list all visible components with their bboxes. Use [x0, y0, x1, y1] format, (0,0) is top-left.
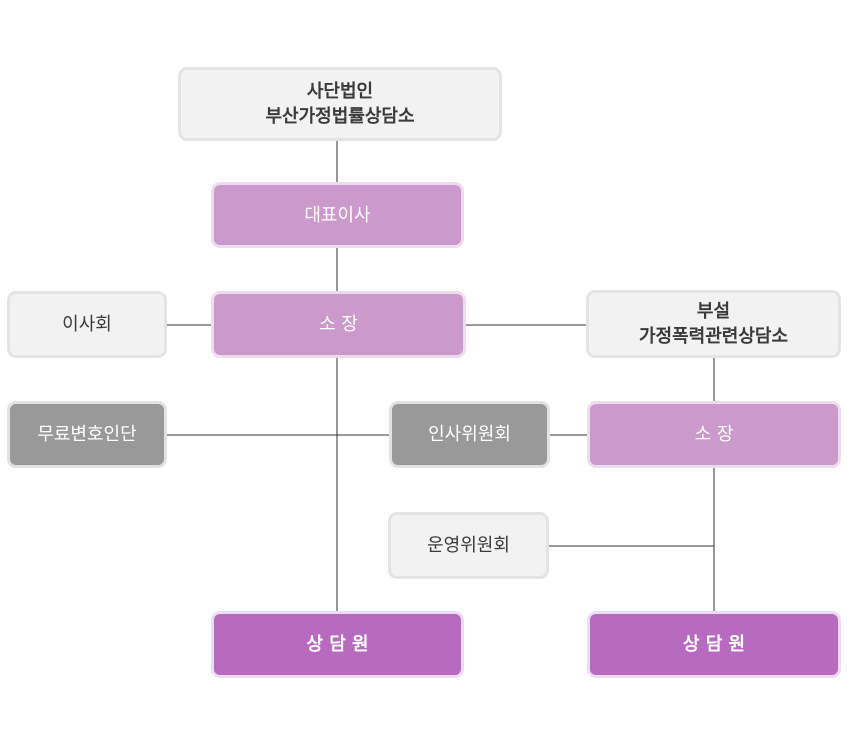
board-box: 이사회	[7, 291, 167, 358]
root-org-line1: 사단법인	[306, 81, 374, 102]
board-label: 이사회	[62, 314, 112, 335]
subsidiary-line1: 부설	[696, 301, 731, 322]
subsidiary-box: 부설 가정폭력관련상담소	[586, 290, 841, 358]
root-org-line2: 부산가정법률상담소	[265, 106, 415, 127]
ops-committee-box: 운영위원회	[388, 512, 549, 579]
subsidiary-line2: 가정폭력관련상담소	[638, 326, 789, 347]
director-box: 소 장	[211, 291, 466, 358]
legal-aid-label: 무료변호인단	[37, 424, 137, 445]
counselors-sub-label: 상 담 원	[682, 634, 746, 655]
hr-committee-box: 인사위원회	[389, 401, 550, 468]
sub-director-label: 소 장	[694, 424, 734, 445]
ops-committee-label: 운영위원회	[427, 535, 510, 556]
sub-director-box: 소 장	[587, 401, 841, 468]
legal-aid-box: 무료변호인단	[7, 401, 167, 468]
director-label: 소 장	[319, 314, 358, 335]
hr-committee-label: 인사위원회	[428, 424, 511, 445]
ceo-label: 대표이사	[304, 204, 371, 226]
counselors-sub-box: 상 담 원	[587, 611, 841, 678]
counselors-main-label: 상 담 원	[306, 634, 369, 655]
ceo-box: 대표이사	[211, 182, 464, 248]
counselors-main-box: 상 담 원	[211, 611, 464, 678]
root-org-box: 사단법인 부산가정법률상담소	[178, 67, 502, 141]
